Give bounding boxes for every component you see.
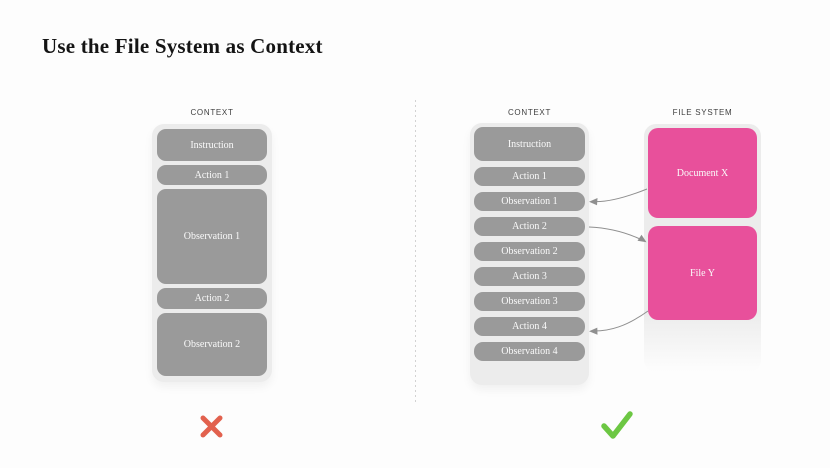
right-box-action-2: Action 2 <box>474 217 585 236</box>
right-box-observation-2: Observation 2 <box>474 242 585 261</box>
right-box-action-3: Action 3 <box>474 267 585 286</box>
file-system-label: FILE SYSTEM <box>672 108 733 117</box>
left-context-label: CONTEXT <box>190 108 234 117</box>
right-box-observation-3: Observation 3 <box>474 292 585 311</box>
slide-title: Use the File System as Context <box>42 34 323 58</box>
right-box-observation-1: Observation 1 <box>474 192 585 211</box>
left-box-instruction: Instruction <box>157 129 267 161</box>
file-system-box-document-x: Document X <box>648 128 757 218</box>
right-box-instruction: Instruction <box>474 127 585 161</box>
left-box-action-1: Action 1 <box>157 165 267 185</box>
arrowhead-action4 <box>589 327 598 335</box>
right-box-action-1: Action 1 <box>474 167 585 186</box>
connector-action2-to-filey <box>588 226 644 241</box>
left-context-container: Instruction Action 1 Observation 1 Actio… <box>152 124 272 382</box>
right-context-label: CONTEXT <box>507 108 552 117</box>
check-icon <box>601 411 633 439</box>
divider-dashed-line <box>415 100 416 402</box>
file-system-container: Document X File Y <box>644 124 761 372</box>
cross-icon <box>200 415 223 438</box>
right-box-action-4: Action 4 <box>474 317 585 336</box>
file-system-box-file-y: File Y <box>648 226 757 320</box>
left-box-action-2: Action 2 <box>157 288 267 309</box>
left-box-observation-1: Observation 1 <box>157 189 267 284</box>
left-box-observation-2: Observation 2 <box>157 313 267 376</box>
connector-documentx-to-observation1 <box>591 188 648 203</box>
right-context-container: Instruction Action 1 Observation 1 Actio… <box>470 123 589 385</box>
connector-filey-to-action4 <box>591 310 649 332</box>
right-box-observation-4: Observation 4 <box>474 342 585 361</box>
arrowhead-observation1 <box>589 198 598 206</box>
